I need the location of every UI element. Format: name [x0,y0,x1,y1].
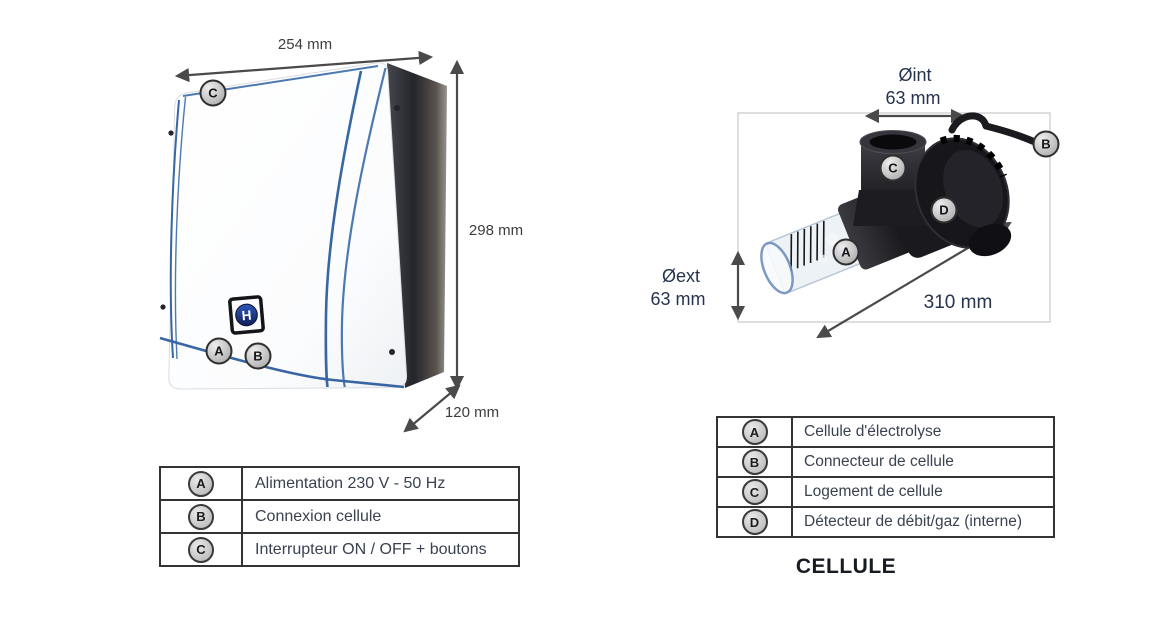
legend-label: Logement de cellule [791,476,1055,508]
svg-text:A: A [214,344,224,359]
legend-label: Connexion cellule [241,499,520,534]
cell-body [760,112,1041,295]
cell-inner-diameter-symbol: Øint [898,65,931,85]
table-row: D Détecteur de débit/gaz (interne) [716,506,1055,538]
legend-label: Alimentation 230 V - 50 Hz [241,466,520,501]
badge-c: C [879,154,907,182]
control-box-figure: 254 mm 298 mm 120 mm [159,36,523,433]
control-box-front [168,62,408,390]
cell-length-label: 310 mm [924,292,993,313]
legend-badge: A [741,419,768,445]
badge-a: A [205,337,233,365]
brand-logo: H [228,295,265,335]
brand-logo-letter: H [241,308,252,324]
badge-d: D [930,196,958,224]
box-depth-label: 120 mm [445,404,499,421]
table-row: B Connexion cellule [159,499,520,534]
cell-caption: CELLULE [795,555,897,578]
svg-text:A: A [841,245,851,260]
legend-badge: A [188,470,214,497]
table-row: A Alimentation 230 V - 50 Hz [159,466,520,501]
panel-screws [160,105,400,355]
cell-figure: Øint 63 mm Øext 63 mm 310 mm [650,65,1060,339]
table-row: B Connecteur de cellule [716,446,1055,478]
cell-cable [948,112,990,134]
legend-label: Cellule d'électrolyse [791,416,1055,448]
legend-label: Connecteur de cellule [791,446,1055,478]
table-row: C Interrupteur ON / OFF + boutons [159,532,520,567]
box-height-label: 298 mm [469,222,523,239]
table-row: A Cellule d'électrolyse [716,416,1055,448]
legend-badge: B [741,449,768,475]
svg-text:D: D [939,203,948,218]
legend-badge: C [188,536,214,563]
cell-inner-diameter-value: 63 mm [885,88,940,108]
box-width-arrow [174,50,434,83]
cell-legend-table: A Cellule d'électrolyse B Connecteur de … [716,416,1055,538]
svg-text:C: C [888,161,898,176]
cell-outer-diameter-symbol: Øext [662,266,700,286]
box-depth-arrow [403,384,461,433]
legend-badge: B [188,503,214,530]
badge-a: A [832,238,860,266]
table-row: C Logement de cellule [716,476,1055,508]
legend-label: Interrupteur ON / OFF + boutons [241,532,520,567]
cell-outer-diameter-value: 63 mm [650,289,705,309]
svg-text:C: C [208,86,218,101]
legend-label: Détecteur de débit/gaz (interne) [791,506,1055,538]
legend-badge: C [741,479,768,505]
svg-text:B: B [1041,137,1050,152]
svg-text:B: B [253,349,262,364]
badge-b: B [244,342,272,370]
control-box-legend-table: A Alimentation 230 V - 50 Hz B Connexion… [159,466,520,567]
legend-badge: D [741,509,768,535]
badge-c: C [199,79,227,107]
box-width-label: 254 mm [278,36,332,53]
badge-b: B [1032,130,1060,158]
